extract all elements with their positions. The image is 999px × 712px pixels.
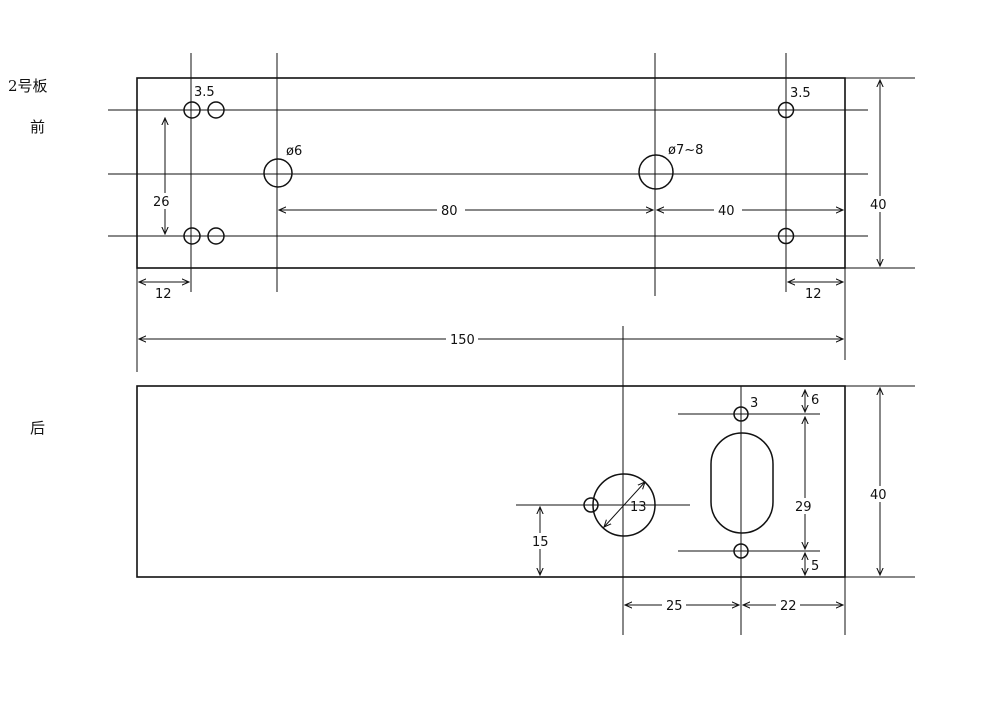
hole-small-right-top [777, 101, 795, 119]
note-plate-number: 2号板 [8, 77, 48, 95]
label-dim-29: 29 [795, 500, 812, 515]
label-dim-13: 13 [630, 500, 647, 515]
label-dim-15: 15 [532, 535, 549, 550]
hole-small-left-of-circle [583, 497, 599, 513]
bottom-view: 3 6 29 5 40 13 15 25 22 [136, 326, 915, 635]
label-hole-d7-8: ø7~8 [668, 143, 703, 158]
hole-small-left-top-2 [207, 101, 225, 119]
note-back: 后 [30, 419, 45, 437]
hole-d7-8 [638, 154, 674, 190]
label-dim-12-right: 12 [805, 287, 822, 302]
top-plate-outline [136, 77, 846, 269]
label-hole-d6: ø6 [286, 144, 302, 159]
label-dim-25: 25 [666, 599, 683, 614]
top-view: 3.5 3.5 ø6 ø7~8 26 80 40 40 12 12 150 [108, 53, 915, 372]
dim-line-13 [604, 482, 645, 527]
label-dim-6: 6 [811, 393, 819, 408]
label-hole-right-3-5: 3.5 [790, 86, 811, 101]
label-dim-40-bottom: 40 [870, 488, 887, 503]
hole-small-top-3 [733, 406, 749, 422]
hole-small-left-bottom-1 [183, 227, 201, 245]
hole-small-right-bottom [777, 227, 795, 245]
label-dim-26: 26 [153, 195, 170, 210]
bottom-plate-outline [136, 385, 846, 578]
label-dim-40-horizontal: 40 [718, 204, 735, 219]
label-dim-40-vertical: 40 [870, 198, 887, 213]
label-dim-12-left: 12 [155, 287, 172, 302]
label-dim-150: 150 [450, 333, 475, 348]
hole-small-left-bottom-2 [207, 227, 225, 245]
label-dim-80: 80 [441, 204, 458, 219]
hole-d6 [263, 158, 293, 188]
label-hole-left-3-5: 3.5 [194, 85, 215, 100]
slot-oblong [710, 432, 774, 534]
label-hole-3: 3 [750, 396, 758, 411]
hole-small-bottom [733, 543, 749, 559]
note-front: 前 [30, 118, 45, 136]
label-dim-5: 5 [811, 559, 819, 574]
hole-circle-13 [592, 473, 656, 537]
hole-small-left-top-1 [183, 101, 201, 119]
label-dim-22: 22 [780, 599, 797, 614]
